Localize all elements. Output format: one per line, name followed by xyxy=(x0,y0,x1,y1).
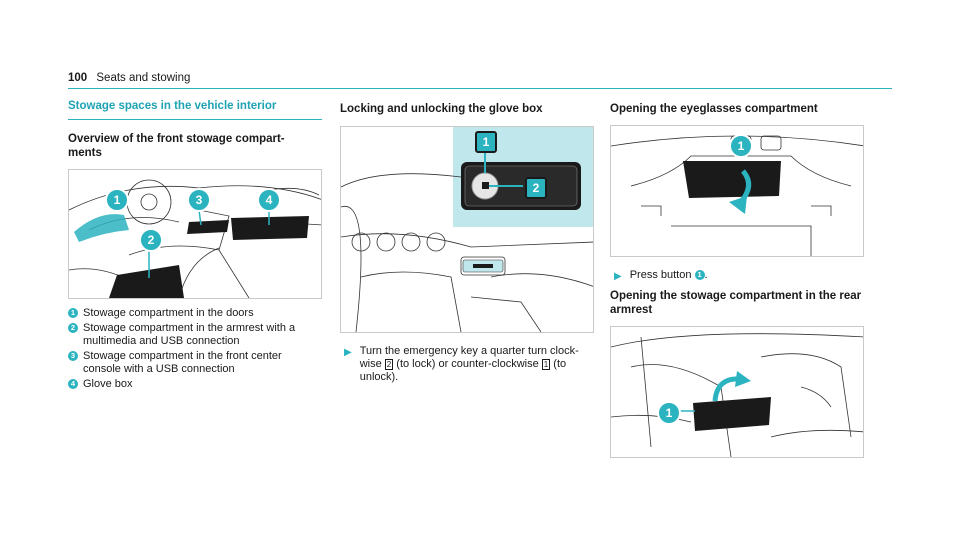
page-header: 100 Seats and stowing xyxy=(68,72,190,84)
glove-box-title: Locking and unlocking the glove box xyxy=(340,103,543,115)
callout-1: 1 xyxy=(475,131,497,153)
callout-1: 1 xyxy=(729,134,753,158)
legend-number: 3 xyxy=(68,351,78,361)
glove-box-drawing xyxy=(341,127,593,332)
legend-number: 4 xyxy=(68,379,78,389)
list-item: 4 Glove box xyxy=(68,378,322,391)
glove-box-step: ▶ Turn the emergency key a quarter turn … xyxy=(340,345,594,384)
step-text-a: Press button xyxy=(629,269,695,281)
step-text-b: (to lock) or counter-clockwise xyxy=(393,358,542,370)
front-interior-drawing xyxy=(69,179,321,298)
step-arrow-icon: ▶ xyxy=(614,271,622,282)
step-text: Turn the emergency key a quarter turn cl… xyxy=(360,345,594,384)
callout-2: 2 xyxy=(525,177,547,199)
legend-number: 1 xyxy=(68,308,78,318)
list-item: 1 Stowage compartment in the doors xyxy=(68,307,322,320)
rear-armrest-drawing xyxy=(611,333,863,457)
header-rule xyxy=(68,88,892,89)
eyeglasses-title: Opening the eyeglasses compartment xyxy=(610,103,818,115)
callout-3: 3 xyxy=(187,188,211,212)
step-text-a: Turn the emergency key a quarter turn cl… xyxy=(359,345,579,370)
step-text-c: (to unlock). xyxy=(359,358,567,383)
step-arrow-icon: ▶ xyxy=(344,347,352,358)
glove-box-illustration: 1 2 xyxy=(340,126,594,333)
legend-number: 2 xyxy=(68,323,78,333)
step-text: Press button 1. xyxy=(630,269,708,283)
armrest-title: Opening the stowage compartment in the r… xyxy=(610,290,862,316)
eyeglasses-step: ▶ Press button 1. xyxy=(610,269,864,283)
eyeglasses-illustration: 1 xyxy=(610,125,864,257)
legend-text: Stowage compartment in the doors xyxy=(83,307,254,319)
callout-4: 4 xyxy=(257,188,281,212)
legend-text: Stowage compartment in the front center … xyxy=(83,350,282,375)
callout-2: 2 xyxy=(139,228,163,252)
list-item: 2 Stowage compartment in the armrest with… xyxy=(68,322,322,348)
key-lock: 2 xyxy=(384,359,394,370)
section-title: Stowage spaces in the vehicle interior xyxy=(68,100,322,120)
key-unlock: 1 xyxy=(541,359,551,370)
callout-1: 1 xyxy=(105,188,129,212)
legend-text: Stowage compartment in the armrest with … xyxy=(83,322,296,347)
button-number: 1 xyxy=(694,270,705,280)
list-item: 3 Stowage compartment in the front center… xyxy=(68,350,322,376)
step-text-end: . xyxy=(704,269,708,281)
legend-text: Glove box xyxy=(83,378,133,390)
column-1: Stowage spaces in the vehicle interior O… xyxy=(68,100,322,393)
rear-armrest-illustration: 1 xyxy=(610,326,864,458)
callout-1: 1 xyxy=(657,401,681,425)
column-2: Locking and unlocking the glove box xyxy=(340,100,594,384)
section-name: Seats and stowing xyxy=(96,72,191,84)
page-number: 100 xyxy=(68,72,88,84)
overview-title: Overview of the front stowage compart- m… xyxy=(68,133,285,159)
front-interior-illustration: 1 2 3 4 xyxy=(68,169,322,299)
column-3: Opening the eyeglasses compartment 1 ▶ P… xyxy=(610,100,864,458)
